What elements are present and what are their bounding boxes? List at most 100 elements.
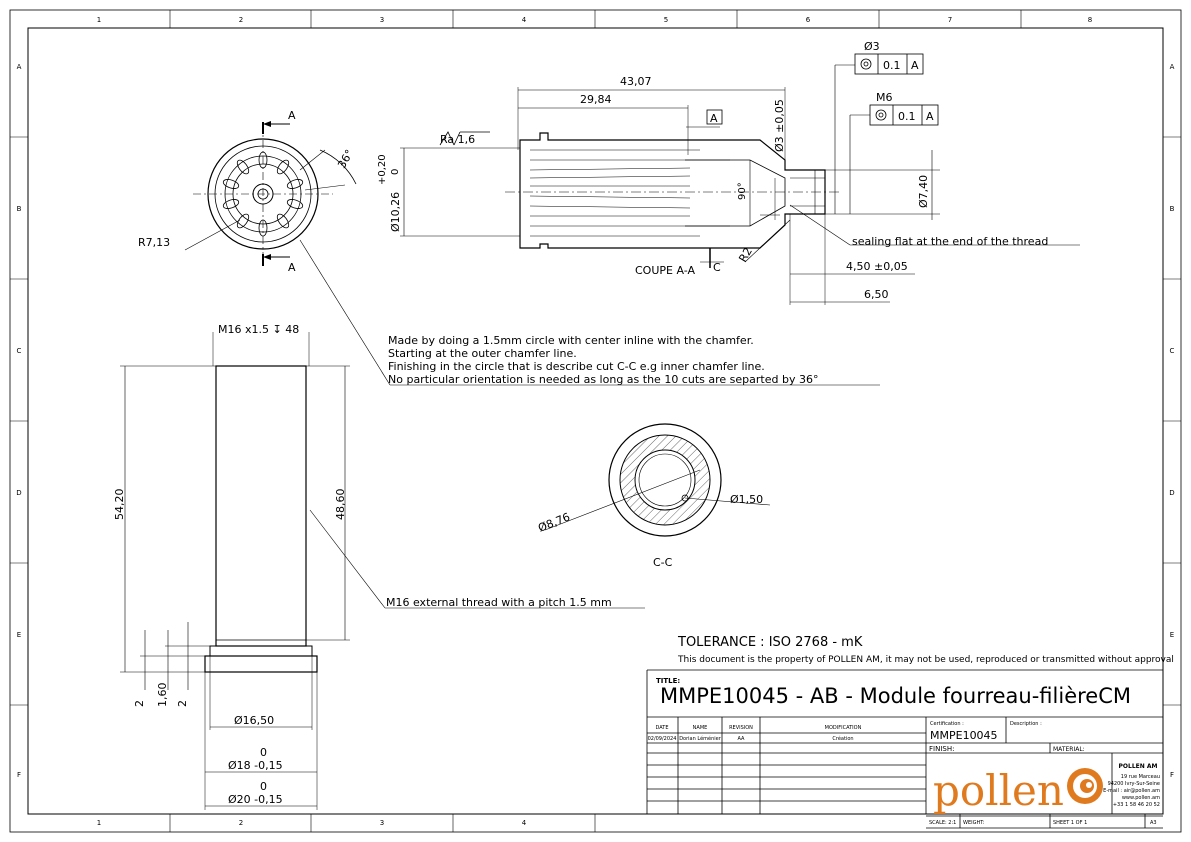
section-aa-view xyxy=(400,64,1080,305)
gdt1-datum: A xyxy=(911,59,919,72)
sealing-note: sealing flat at the end of the thread xyxy=(852,235,1048,248)
col-label: 4 xyxy=(522,16,527,24)
row-date: 02/09/2024 xyxy=(648,736,677,742)
address-line: +33 1 58 46 20 52 xyxy=(1113,802,1160,808)
section-c-arrow-label: C xyxy=(713,261,721,274)
address-line: E-mail : air@pollen.am xyxy=(1103,788,1160,794)
gdt2-datum: A xyxy=(926,110,934,123)
dim-150: Ø1,50 xyxy=(730,493,763,506)
row-label: D xyxy=(16,489,21,497)
zone-ticks xyxy=(10,10,1181,832)
row-modification: Création xyxy=(832,735,853,742)
title-block xyxy=(646,669,1163,829)
note-leader xyxy=(299,239,391,386)
col-header-name: NAME xyxy=(693,725,708,731)
tol-top: +0,20 xyxy=(377,154,388,185)
col-label: 8 xyxy=(1088,16,1092,24)
dim-876: Ø8,76 xyxy=(536,510,572,534)
datum-a-label: A xyxy=(710,112,718,125)
size-label: A3 xyxy=(1150,820,1157,826)
dim-1650: Ø16,50 xyxy=(234,714,274,727)
gdt-frame-2 xyxy=(869,104,939,126)
cut-note-line: Finishing in the circle that is describe… xyxy=(388,360,765,373)
dim-20-top: 0 xyxy=(260,780,267,793)
col-label: 2 xyxy=(239,819,243,827)
gdt1-label: Ø3 xyxy=(864,40,880,53)
dim-diam1026: Ø10,26 xyxy=(389,192,402,232)
address-line: 19 rue Marceau xyxy=(1121,774,1160,780)
row-label: E xyxy=(17,631,21,639)
dim-4860: 48,60 xyxy=(334,489,347,521)
col-label: 1 xyxy=(97,819,101,827)
sheet-label: SHEET 1 OF 1 xyxy=(1053,820,1087,826)
pollen-logo-text: pollen xyxy=(933,766,1064,815)
dim-160: 1,60 xyxy=(156,683,169,708)
row-name: Dorian Léménier xyxy=(679,735,722,742)
property-text: This document is the property of POLLEN … xyxy=(677,655,1174,665)
angle-90-label: 90° xyxy=(737,182,748,200)
dim-5420: 54,20 xyxy=(113,489,126,521)
col-label: 6 xyxy=(806,16,811,24)
dim-2984: 29,84 xyxy=(580,93,612,106)
col-header-date: DATE xyxy=(655,725,668,731)
col-header-revision: REVISION xyxy=(729,725,753,731)
section-cc-label: C-C xyxy=(653,556,673,569)
col-label: 1 xyxy=(97,16,101,24)
material-label: MATERIAL: xyxy=(1053,746,1085,753)
tolerance-text: TOLERANCE : ISO 2768 - mK xyxy=(677,635,863,650)
col-label: 2 xyxy=(239,16,243,24)
weight-label: WEIGHT: xyxy=(963,820,985,826)
row-label: F xyxy=(17,771,21,779)
dim-diam740: Ø7,40 xyxy=(917,175,930,208)
row-label: C xyxy=(17,347,22,355)
radius-r2-label: R2 xyxy=(736,245,755,264)
scale-label: SCALE: 2:1 xyxy=(929,820,956,826)
cut-note-line: Made by doing a 1.5mm circle with center… xyxy=(388,334,754,347)
col-label: 3 xyxy=(380,819,384,827)
row-label: C xyxy=(1170,347,1175,355)
row-label: F xyxy=(1170,771,1174,779)
dim-2b: 2 xyxy=(176,700,189,707)
gdt2-value: 0.1 xyxy=(898,110,916,123)
tol-bot: 0 xyxy=(390,169,401,175)
dim-2a: 2 xyxy=(133,700,146,707)
dim-18-top: 0 xyxy=(260,746,267,759)
dim-diam3: Ø3 ±0,05 xyxy=(773,99,786,152)
section-aa-label: COUPE A-A xyxy=(635,264,695,277)
dim-20: Ø20 -0,15 xyxy=(228,793,283,806)
dim-650: 6,50 xyxy=(864,288,889,301)
section-arrow-label: A xyxy=(288,261,296,274)
cert-label: Certification : xyxy=(930,721,964,727)
side-view xyxy=(120,332,645,810)
col-label: 7 xyxy=(948,16,952,24)
section-cc-view xyxy=(544,423,771,537)
angle-36-label: 36° xyxy=(335,147,356,170)
cut-note-line: Starting at the outer chamfer line. xyxy=(388,347,577,360)
company-name: POLLEN AM xyxy=(1119,763,1158,770)
address-line: 94200 Ivry-Sur-Seine xyxy=(1108,781,1160,787)
drawing-title: MMPE10045 - AB - Module fourreau-filière… xyxy=(660,684,1131,708)
desc-label: Description : xyxy=(1010,721,1042,727)
col-label: 4 xyxy=(522,819,527,827)
dim-4307: 43,07 xyxy=(620,75,652,88)
row-label: B xyxy=(17,205,22,213)
row-label: D xyxy=(1169,489,1174,497)
row-label: A xyxy=(1170,63,1175,71)
title-label: TITLE: xyxy=(656,677,680,685)
gdt1-value: 0.1 xyxy=(883,59,901,72)
row-label: E xyxy=(1170,631,1174,639)
col-header-modification: MODIFICATION xyxy=(825,725,862,731)
col-label: 5 xyxy=(664,16,668,24)
address-line: www.pollen.am xyxy=(1122,795,1160,801)
radius-r713-label: R7,13 xyxy=(138,236,170,249)
thread-note: M16 external thread with a pitch 1.5 mm xyxy=(386,596,612,609)
finish-label: FINISH: xyxy=(929,745,954,753)
row-label: A xyxy=(17,63,22,71)
dim-450: 4,50 ±0,05 xyxy=(846,260,908,273)
cut-note-line: No particular orientation is needed as l… xyxy=(388,373,818,386)
col-label: 3 xyxy=(380,16,384,24)
pollen-logo-icon xyxy=(1067,768,1103,804)
dim-18: Ø18 -0,15 xyxy=(228,759,283,772)
gdt-frame-1 xyxy=(854,53,924,75)
